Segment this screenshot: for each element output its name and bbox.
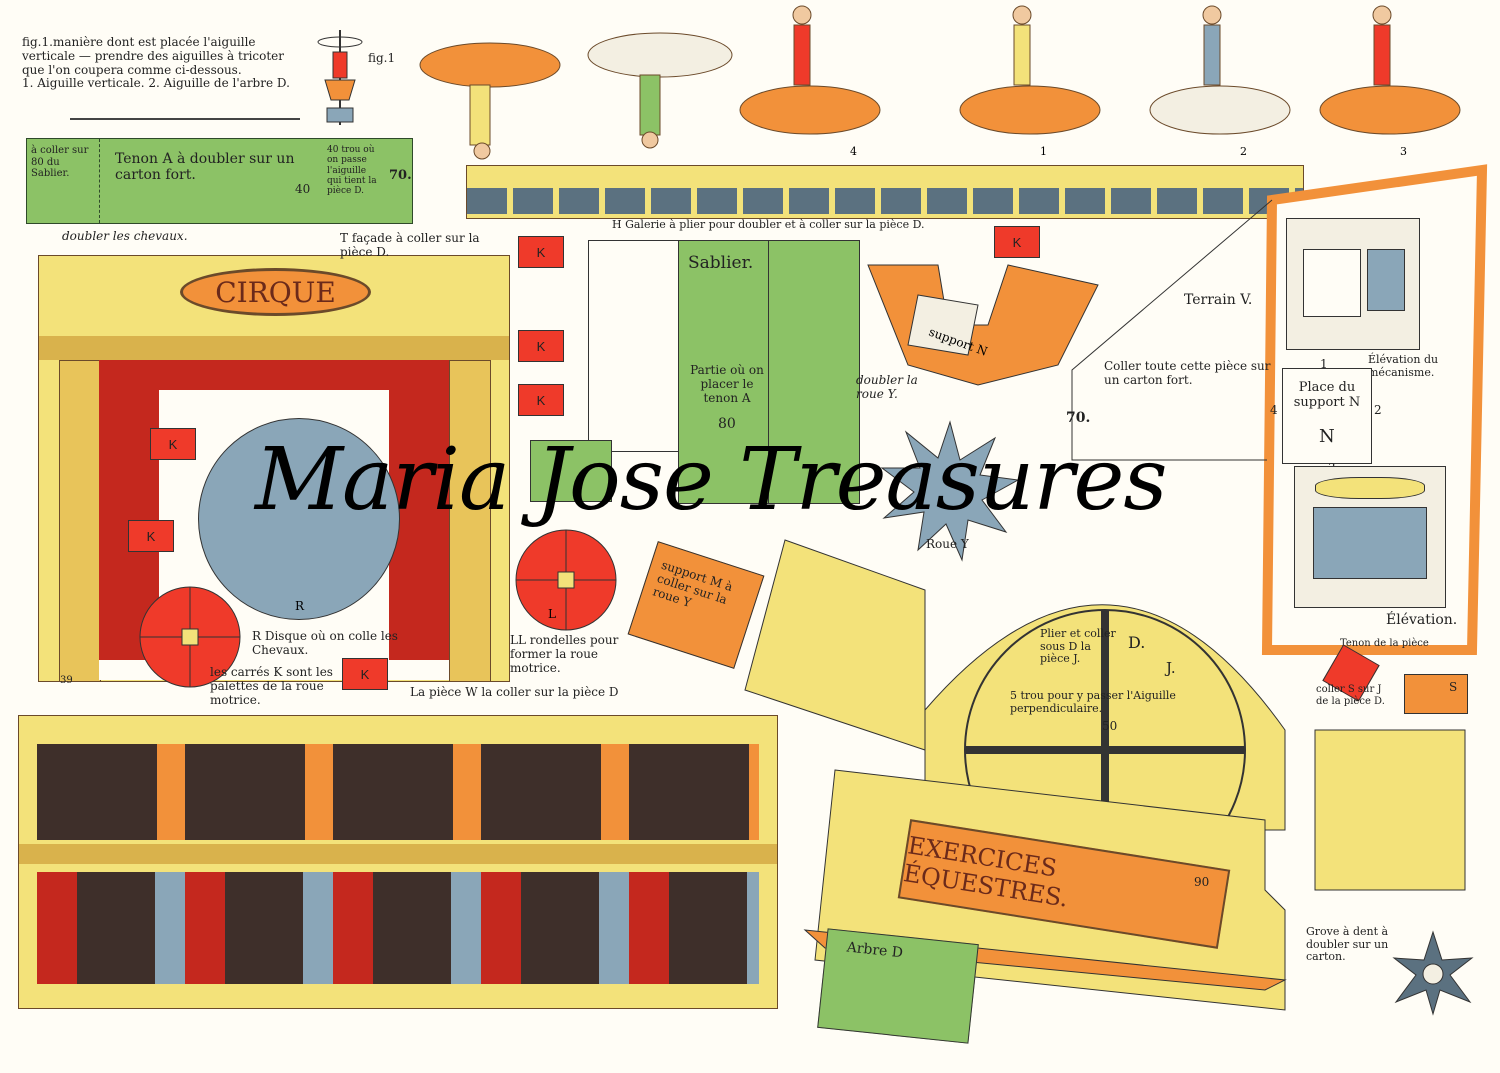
sablier-num: 80 xyxy=(718,416,736,432)
strip-main-label: Tenon A à doubler sur un carton fort. xyxy=(115,151,295,184)
w-note: La pièce W la coller sur la pièce D xyxy=(410,685,619,699)
cirque-sign: CIRQUE xyxy=(180,268,371,316)
horse-number: 1 xyxy=(1040,145,1047,158)
k-piece: K xyxy=(128,520,174,552)
place-label: Place du support N xyxy=(1293,380,1361,410)
k-piece: K xyxy=(150,428,196,460)
terrain-label: Terrain V. xyxy=(1184,292,1253,308)
instruction-line: verticale — prendre des aiguilles à tric… xyxy=(22,48,285,63)
terrain-dim: 70. xyxy=(1066,410,1091,426)
horse-upright xyxy=(959,5,1101,135)
arbre-label: Arbre D xyxy=(845,939,904,962)
support-place: Place du support N N xyxy=(1282,368,1372,464)
rondelle-right: L xyxy=(515,529,617,631)
base-plier: Plier et coller sous D la pièce J. xyxy=(1040,627,1116,666)
sablier-base-left xyxy=(530,440,612,502)
horse-disc: R xyxy=(198,418,400,620)
cirque-bottom-num: 39 xyxy=(60,675,73,686)
sablier-title: Sablier. xyxy=(688,253,754,273)
terrain-num: 2 xyxy=(1374,403,1382,417)
strip-num: 40 xyxy=(295,182,311,196)
k-piece: K xyxy=(518,384,564,416)
s-note: coller S sur J de la pièce D. xyxy=(1316,684,1385,707)
horses-row: 4 1 2 3 xyxy=(419,5,1461,160)
disc-note: R Disque où on colle les Chevaux. xyxy=(252,629,398,657)
terrain-num: 1 xyxy=(1320,357,1328,371)
s-piece-label: S xyxy=(1449,680,1458,694)
instruction-line: que l'on coupera comme ci-dessous. xyxy=(22,62,242,77)
spectator-gallery xyxy=(18,715,778,1009)
strip-left-label: à coller sur 80 du Sablier. xyxy=(31,145,89,179)
terrain-coller: Coller toute cette pièce sur un carton f… xyxy=(1104,359,1271,387)
horse-upright xyxy=(1319,5,1461,135)
base-num90: 90 xyxy=(1194,875,1210,889)
base-j-label: J. xyxy=(1166,659,1176,677)
tenon-strip: à coller sur 80 du Sablier. Tenon A à do… xyxy=(26,138,413,224)
facade-note: T façade à coller sur la pièce D. xyxy=(340,231,480,259)
roue-y xyxy=(880,420,1020,562)
mechanism-drawing xyxy=(1286,218,1420,350)
k-piece: K xyxy=(994,226,1040,258)
horse-inverted xyxy=(587,32,733,149)
strip-side-label: 40 trou où on passe l'aiguille qui tient… xyxy=(327,145,377,197)
doubler-note: doubler les chevaux. xyxy=(62,229,188,243)
rondelle-letter: L xyxy=(548,607,556,621)
watermark: Maria Jose Treasures xyxy=(255,430,1167,530)
base-trou: 5 trou pour y passer l'Aiguille perpendi… xyxy=(1010,689,1176,715)
elevation-drawing xyxy=(1294,466,1446,608)
horse-number: 4 xyxy=(850,145,857,158)
base-num50: 50 xyxy=(1102,719,1118,733)
horse-upright xyxy=(739,5,881,135)
sablier: Sablier. Partie où on placer le tenon A … xyxy=(588,240,860,504)
k-piece: K xyxy=(342,658,388,690)
gallery-strip xyxy=(466,165,1304,219)
elevation-meca: Élévation du mécanisme. xyxy=(1368,353,1439,379)
rondelle-left xyxy=(139,586,241,688)
gallery-caption: H Galerie à plier pour doubler et à coll… xyxy=(612,218,925,231)
horse-inverted xyxy=(419,42,561,160)
support-doubler: doubler la roue Y. xyxy=(856,373,918,401)
cirque-sign-text: CIRQUE xyxy=(215,275,336,309)
elevation-label: Élévation. xyxy=(1386,612,1458,628)
sablier-note: Partie où on placer le tenon A xyxy=(690,363,764,405)
k-piece: K xyxy=(518,236,564,268)
horse-number: 3 xyxy=(1400,145,1407,158)
rondelles-note: LL rondelles pour former la roue motrice… xyxy=(510,633,619,675)
support-n: support N xyxy=(867,264,1099,386)
fig-label: fig.1 xyxy=(368,51,396,65)
arbre-d: Arbre D xyxy=(817,928,979,1044)
horse-number: 2 xyxy=(1240,145,1247,158)
base-d-label: D. xyxy=(1128,633,1146,652)
needle-figure xyxy=(317,30,363,125)
grove-note: Grove à dent à doubler sur un carton. xyxy=(1306,925,1389,964)
disc-letter: R xyxy=(295,599,305,613)
k-note: les carrés K sont les palettes de la rou… xyxy=(210,665,333,707)
instruction-line: fig.1.manière dont est placée l'aiguille xyxy=(22,35,256,49)
needle-ruler xyxy=(70,118,300,120)
k-piece: K xyxy=(518,330,564,362)
instruction-line: 1. Aiguille verticale. 2. Aiguille de l'… xyxy=(22,76,290,91)
terrain-num: 4 xyxy=(1270,403,1278,417)
instructions: fig.1.manière dont est placée l'aiguille… xyxy=(22,35,290,91)
grove-gear xyxy=(1392,930,1474,1016)
horse-upright xyxy=(1149,5,1291,135)
s-piece: S xyxy=(1404,674,1468,714)
roue-label: Roue Y xyxy=(926,537,969,551)
strip-end-label: 70. xyxy=(389,168,412,183)
place-n: N xyxy=(1319,426,1335,447)
